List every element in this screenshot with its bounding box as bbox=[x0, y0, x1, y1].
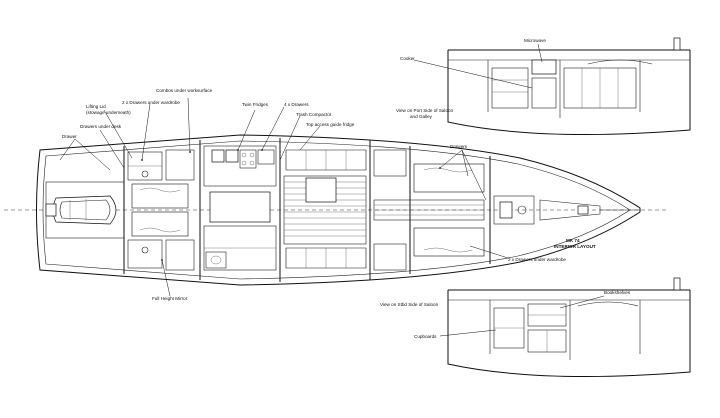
drawing-title-layout: INTERIOR LAYOUT bbox=[554, 244, 596, 249]
tender-dinghy-inner bbox=[59, 199, 111, 221]
label-view-port-1: View on Port Side of Saloon bbox=[396, 108, 454, 113]
label-drawer: Drawer bbox=[62, 134, 77, 139]
tender-dinghy bbox=[52, 195, 117, 225]
cooker-unit bbox=[531, 77, 557, 109]
fwd-stbd-berth bbox=[413, 227, 485, 257]
leader-lines bbox=[59, 97, 509, 297]
label-combos-under-worksurface: Combos under worksurface bbox=[156, 88, 213, 93]
chain-locker bbox=[539, 199, 601, 221]
label-stowage-underneath: (stowage underneath) bbox=[86, 110, 131, 115]
burner-2 bbox=[249, 152, 255, 158]
stbd-saloon-elevation bbox=[439, 277, 691, 377]
aft-stbd-basin bbox=[141, 246, 149, 254]
label-view-stbd: View on Stbd Side of Saloon bbox=[380, 302, 439, 307]
label-drawers-mid: Drawers bbox=[450, 144, 468, 149]
label-cooker: Cooker bbox=[400, 56, 415, 61]
burner-3 bbox=[241, 160, 247, 166]
label-four-drawers: 4 x Drawers bbox=[284, 102, 309, 107]
galley-area bbox=[203, 145, 277, 187]
drawing-title-mk: MK 74 bbox=[566, 238, 580, 243]
saloon-table bbox=[305, 177, 337, 203]
aft-berth-port-pillow bbox=[139, 187, 181, 193]
port-window bbox=[587, 59, 653, 65]
port-stanchion bbox=[673, 37, 681, 51]
aft-berth-stbd bbox=[131, 211, 189, 237]
label-top-access-fridge: Top access guide fridge bbox=[306, 122, 355, 127]
fwd-stbd-pillow bbox=[423, 247, 473, 253]
label-bookshelves: Bookshelves bbox=[604, 290, 631, 295]
aft-stbd-wardrobe bbox=[165, 239, 195, 271]
forepeak-wc bbox=[499, 201, 513, 219]
cooker-leader bbox=[413, 59, 533, 89]
label-view-port-2: and Galley bbox=[410, 114, 433, 119]
label-full-height-mirror: Full Height Mirror bbox=[152, 296, 188, 301]
stbd-elevation-dividers bbox=[489, 300, 641, 360]
anchor-windlass bbox=[577, 205, 589, 215]
cupboards-leader bbox=[439, 329, 497, 337]
burner-1 bbox=[241, 152, 247, 158]
label-drawers-under-desk: Drawers under desk bbox=[80, 124, 122, 129]
label-lifting-lid: Lifting Lid bbox=[86, 104, 106, 109]
aft-port-wardrobe bbox=[165, 149, 195, 181]
aft-berth-port bbox=[131, 183, 189, 209]
port-cabinet-1 bbox=[491, 67, 529, 109]
label-drawers-under-wardrobe-bottom: 2 x Drawers under wardrobe bbox=[508, 257, 566, 262]
fwd-port-berth bbox=[413, 163, 485, 193]
label-trash-compactor: Trash Compactor bbox=[296, 112, 332, 117]
stbd-wc bbox=[210, 255, 222, 265]
stbd-window bbox=[577, 301, 639, 307]
label-cupboards: Cupboards bbox=[414, 334, 437, 339]
aft-stbd-cabin bbox=[127, 239, 163, 269]
microwave-unit bbox=[531, 59, 557, 75]
label-drawers-under-wardrobe-top: 2 x Drawers under wardrobe bbox=[122, 100, 180, 105]
hull-outline bbox=[36, 134, 641, 286]
hull-inner-outline bbox=[42, 140, 631, 280]
bookshelves-leader bbox=[559, 295, 605, 309]
label-microwave: Microwave bbox=[524, 38, 546, 43]
main-deck-plan bbox=[4, 134, 668, 286]
galley-stove bbox=[239, 149, 257, 169]
tender-engine bbox=[45, 203, 57, 217]
aft-berth-stbd-pillow bbox=[139, 227, 181, 233]
aft-port-basin bbox=[141, 170, 149, 178]
mid-stbd-cabinet bbox=[373, 243, 407, 271]
port-saloon-elevation bbox=[413, 37, 691, 135]
forepeak-basin bbox=[517, 205, 527, 215]
fwd-port-pillow bbox=[423, 167, 473, 173]
stbd-heads bbox=[205, 251, 227, 269]
galley-sink bbox=[257, 149, 275, 165]
mid-port-cabinet bbox=[373, 149, 407, 177]
microwave-leader bbox=[537, 43, 543, 63]
burner-4 bbox=[249, 160, 255, 166]
central-island bbox=[209, 191, 271, 223]
stbd-stanchion bbox=[673, 277, 681, 291]
fridge-2 bbox=[225, 149, 239, 163]
fridge-1 bbox=[211, 149, 225, 163]
forepeak-cabin bbox=[493, 195, 535, 225]
label-twin-fridges: Twin Fridges bbox=[242, 102, 269, 107]
port-elevation-dividers bbox=[487, 60, 641, 118]
